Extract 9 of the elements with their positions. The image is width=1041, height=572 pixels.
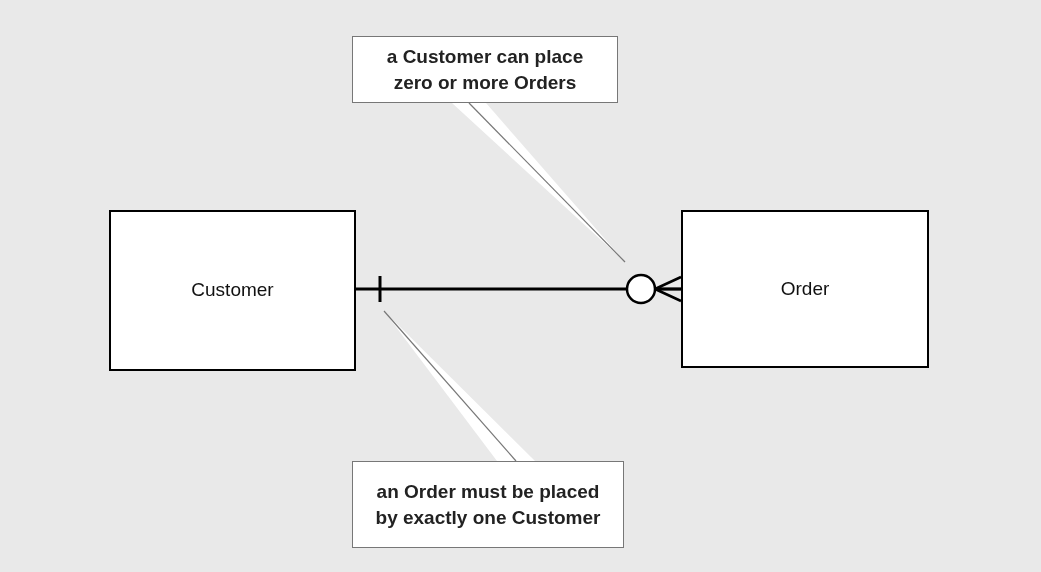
entity-name: Customer bbox=[191, 278, 274, 303]
entity-name: Order bbox=[780, 276, 830, 301]
entity-box bbox=[109, 210, 356, 371]
entity-box bbox=[681, 210, 929, 368]
callout-box bbox=[352, 461, 624, 548]
relationship-line bbox=[356, 273, 683, 305]
callout-text: an Order must be placed by exactly one Customer bbox=[374, 479, 602, 530]
callout-text: a Customer can place zero or more Orders bbox=[385, 44, 585, 95]
callout-box bbox=[352, 36, 618, 103]
